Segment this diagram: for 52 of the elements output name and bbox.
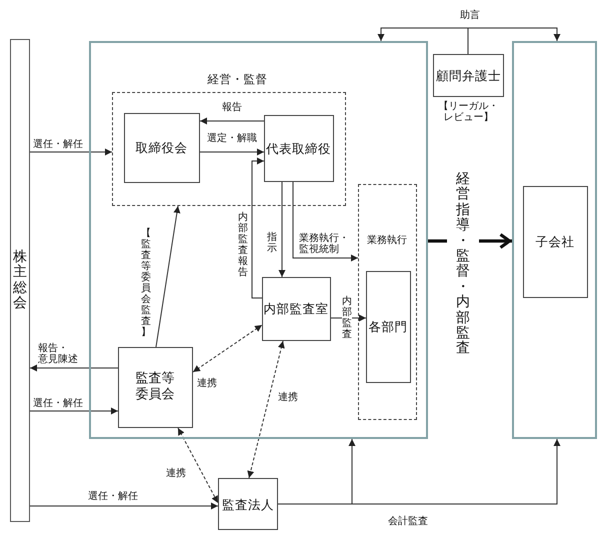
group-heading: 業務執行 [367, 234, 407, 246]
process-box [522, 186, 588, 298]
arrow [30, 408, 118, 414]
edge-label: 報告・意見陳述 [38, 343, 78, 365]
dashed-double-arrow [247, 340, 285, 478]
box-label: 監査法人 [222, 496, 274, 512]
edge-label: 連携 [166, 468, 186, 479]
process-box [118, 346, 192, 428]
edge-label: 内部監査報告 [238, 212, 248, 278]
box-label: 代表取締役 [266, 140, 331, 156]
frame-box [512, 41, 597, 439]
edge-label: 報告 [222, 102, 242, 113]
process-box [124, 112, 200, 182]
edge-label: 連携 [197, 378, 217, 389]
process-box [366, 270, 410, 382]
arrow [278, 182, 286, 278]
vertical-box [10, 39, 30, 522]
box-label: 株主総会 [13, 250, 27, 312]
dashed-double-arrow [178, 428, 218, 504]
arrow [468, 28, 560, 54]
process-box [262, 276, 330, 340]
process-box [218, 478, 278, 530]
arrow [30, 148, 112, 156]
edge-label: 会計監査 [388, 516, 428, 527]
arrow [156, 206, 180, 348]
box-label: 内部監査室 [264, 301, 328, 316]
dashed-double-arrow [192, 324, 262, 372]
box-label: 取締役会 [136, 140, 188, 155]
process-box [264, 114, 334, 182]
dashed-group-box [358, 184, 416, 420]
edge-label: 選定・解職 [207, 133, 257, 144]
edge-label: 助言 [460, 10, 480, 21]
arrow [252, 158, 264, 298]
edge-label: 選任・解任 [33, 139, 83, 150]
arrow [292, 182, 358, 262]
edge-label: 内部監査 [342, 296, 352, 340]
box-label: 各部門 [368, 319, 408, 334]
edge-label: 【監査等委員会監査】 [141, 228, 151, 338]
arrow [278, 438, 560, 504]
edge-label: 連携 [278, 392, 298, 403]
edge-label: 選任・解任 [33, 398, 83, 409]
box-label: 子会社 [536, 234, 574, 249]
group-heading: 経営・監督 [208, 72, 268, 86]
edge-label: 指示 [267, 232, 277, 254]
box-label: 監査等委員会 [134, 371, 176, 403]
box-label: 顧問弁護士 [436, 68, 501, 83]
arrow [30, 502, 218, 510]
edge-label: 選任・解任 [88, 491, 138, 502]
node-caption: 【リーガル・レビュー】 [438, 101, 500, 123]
arrow [200, 148, 264, 156]
arrow [200, 118, 264, 124]
arrow [30, 364, 118, 372]
